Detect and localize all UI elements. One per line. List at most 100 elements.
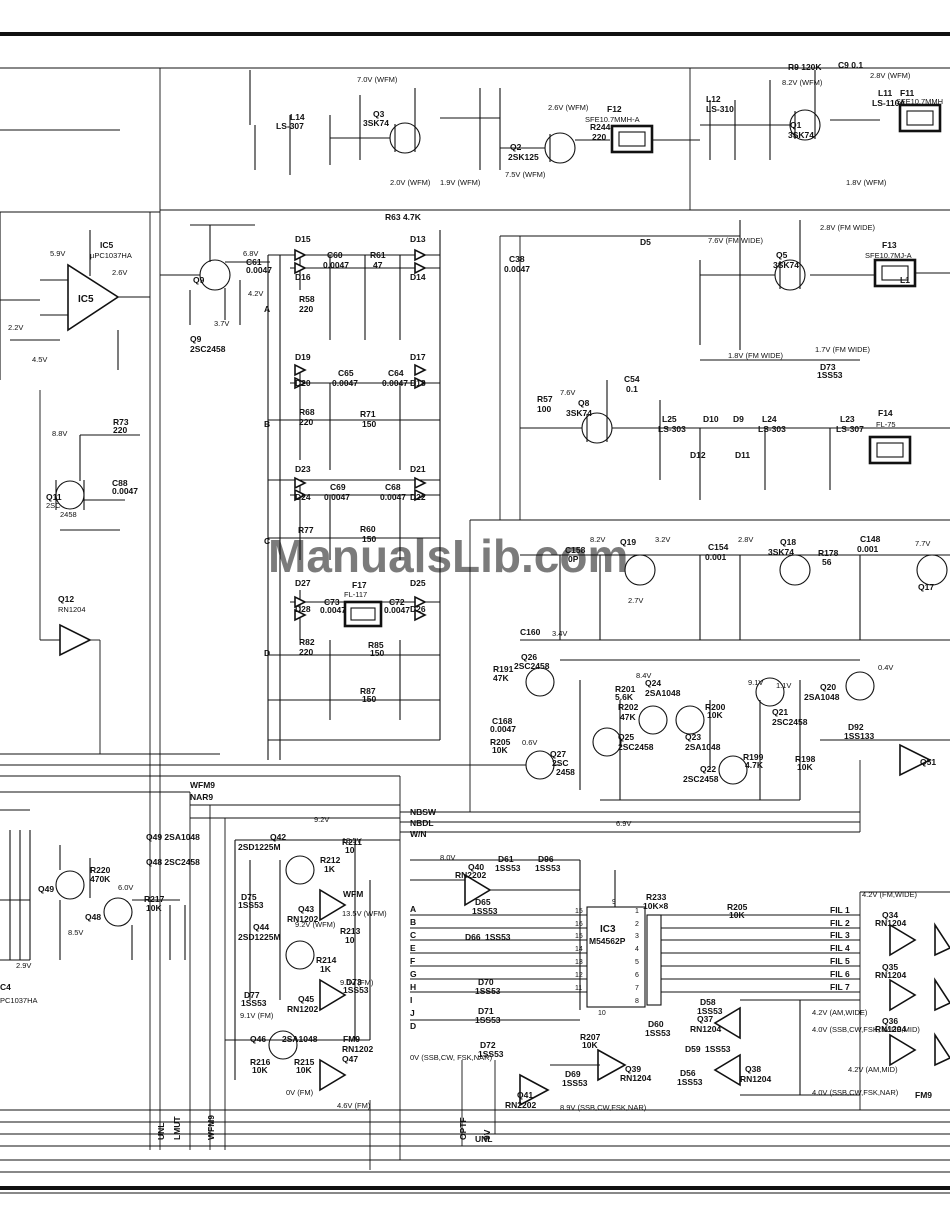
svg-text:10K: 10K xyxy=(582,1040,598,1050)
net-optf: OPTF xyxy=(458,1117,468,1140)
svg-text:R191: R191 xyxy=(493,664,514,674)
svg-text:PC1037HA: PC1037HA xyxy=(0,996,38,1005)
svg-text:RN1204: RN1204 xyxy=(875,918,906,928)
svg-text:Q18: Q18 xyxy=(780,537,796,547)
net-wfm9-v: WFM9 xyxy=(206,1115,216,1140)
svg-text:3SK74: 3SK74 xyxy=(566,408,592,418)
svg-text:1: 1 xyxy=(635,908,639,915)
svg-text:R198: R198 xyxy=(795,754,816,764)
q9-block: Q9 Q9 2SC2458 xyxy=(160,224,270,354)
q48-q49-block: Q49 Q48 Q49 2SA1048 Q48 2SC2458 xyxy=(0,832,200,960)
svg-text:R58: R58 xyxy=(299,294,315,304)
svg-text:10K: 10K xyxy=(296,1065,312,1075)
fil-3: FIL 3 xyxy=(830,930,850,940)
svg-text:D96: D96 xyxy=(538,854,554,864)
svg-text:RN1204: RN1204 xyxy=(620,1073,651,1083)
svg-text:2SC2458: 2SC2458 xyxy=(514,661,550,671)
svg-text:D73: D73 xyxy=(346,977,362,987)
svg-text:Q26: Q26 xyxy=(521,652,537,662)
svg-text:2.6V (WFM): 2.6V (WFM) xyxy=(548,103,589,112)
fil-6: FIL 6 xyxy=(830,969,850,979)
svg-text:C54: C54 xyxy=(624,374,640,384)
svg-text:Q46: Q46 xyxy=(250,1034,266,1044)
svg-text:R61: R61 xyxy=(370,250,386,260)
svg-text:0.0047: 0.0047 xyxy=(246,265,272,275)
ic3-block: IC3 M54562P A B C E F G H I J D 15 16 15… xyxy=(410,870,860,1031)
svg-text:10K: 10K xyxy=(797,762,813,772)
svg-text:1.1V: 1.1V xyxy=(776,681,791,690)
svg-text:D58: D58 xyxy=(700,997,716,1007)
net-nbsw: NBSW xyxy=(410,807,437,817)
svg-text:6: 6 xyxy=(635,972,639,979)
svg-text:1SS53: 1SS53 xyxy=(495,863,521,873)
svg-text:SFE10.7MMH-A: SFE10.7MMH-A xyxy=(585,115,640,124)
svg-text:R207: R207 xyxy=(580,1032,601,1042)
svg-text:Q41: Q41 xyxy=(517,1090,533,1100)
svg-text:C: C xyxy=(410,930,416,940)
svg-text:RN1204: RN1204 xyxy=(740,1074,771,1084)
svg-text:A: A xyxy=(410,904,416,914)
svg-text:2458: 2458 xyxy=(556,767,575,777)
svg-text:LS-303: LS-303 xyxy=(758,424,786,434)
svg-text:Q38: Q38 xyxy=(745,1064,761,1074)
svg-text:Q48 2SC2458: Q48 2SC2458 xyxy=(146,857,200,867)
svg-text:5: 5 xyxy=(635,959,639,966)
svg-text:220: 220 xyxy=(299,304,313,314)
svg-text:1SS53: 1SS53 xyxy=(705,1044,731,1054)
svg-text:2.8V (FM WIDE): 2.8V (FM WIDE) xyxy=(820,223,876,232)
svg-text:3SK74: 3SK74 xyxy=(773,260,799,270)
q20-q27-cluster: Q26 2SC2458 Q27 2SC 2458 Q25 2SC2458 Q24… xyxy=(514,652,950,801)
svg-text:2SA1048: 2SA1048 xyxy=(282,1034,318,1044)
svg-text:8.0V: 8.0V xyxy=(440,853,455,862)
svg-text:C68: C68 xyxy=(385,482,401,492)
svg-text:R214: R214 xyxy=(316,955,337,965)
svg-text:9.2V: 9.2V xyxy=(314,815,329,824)
svg-text:D27: D27 xyxy=(295,578,311,588)
svg-text:9.1V: 9.1V xyxy=(748,678,763,687)
svg-text:4: 4 xyxy=(635,946,639,953)
svg-text:C38: C38 xyxy=(509,254,525,264)
svg-text:3.4V: 3.4V xyxy=(552,629,567,638)
svg-text:LS-307: LS-307 xyxy=(276,121,304,131)
svg-text:2SC2458: 2SC2458 xyxy=(190,344,226,354)
svg-text:Q39: Q39 xyxy=(625,1064,641,1074)
ic3-ref: IC3 xyxy=(600,924,616,935)
svg-text:220: 220 xyxy=(113,425,127,435)
svg-text:C9 0.1: C9 0.1 xyxy=(838,60,863,70)
svg-text:14: 14 xyxy=(575,946,583,953)
svg-text:L23: L23 xyxy=(840,414,855,424)
svg-text:Q27: Q27 xyxy=(550,749,566,759)
svg-text:D25: D25 xyxy=(410,578,426,588)
svg-text:D: D xyxy=(264,648,270,658)
svg-text:Q47: Q47 xyxy=(342,1054,358,1064)
svg-text:D69: D69 xyxy=(565,1069,581,1079)
svg-text:Q40: Q40 xyxy=(468,862,484,872)
svg-text:2.9V: 2.9V xyxy=(16,961,31,970)
svg-text:150: 150 xyxy=(370,648,384,658)
svg-text:1.7V (FM WIDE): 1.7V (FM WIDE) xyxy=(815,345,871,354)
svg-text:2.8V: 2.8V xyxy=(738,535,753,544)
svg-text:4.0V (SSB,CW,FSK, WIDE,MID): 4.0V (SSB,CW,FSK, WIDE,MID) xyxy=(812,1025,920,1034)
svg-text:470K: 470K xyxy=(90,874,111,884)
svg-text:220: 220 xyxy=(299,417,313,427)
svg-text:2.0V (WFM): 2.0V (WFM) xyxy=(390,178,431,187)
svg-text:FL-117: FL-117 xyxy=(344,590,367,599)
svg-text:13.5V (WFM): 13.5V (WFM) xyxy=(342,909,387,918)
svg-text:RN1204: RN1204 xyxy=(875,1024,906,1034)
ic5-ref: IC5 xyxy=(100,240,114,250)
svg-text:Q1: Q1 xyxy=(790,120,802,130)
svg-text:F: F xyxy=(410,956,415,966)
svg-text:C60: C60 xyxy=(327,250,343,260)
svg-text:8.2V (WFM): 8.2V (WFM) xyxy=(782,78,823,87)
component-labels: D5 D10 D9 D12 D11 L12 LS-310 L11 LS-110A… xyxy=(90,60,910,1088)
svg-text:SFE10.7MMH: SFE10.7MMH xyxy=(896,97,943,106)
svg-text:Q48: Q48 xyxy=(85,912,101,922)
svg-text:1K: 1K xyxy=(324,864,336,874)
svg-text:2SC2458: 2SC2458 xyxy=(683,774,719,784)
svg-text:F12: F12 xyxy=(607,104,622,114)
svg-text:D65: D65 xyxy=(475,897,491,907)
svg-text:10K: 10K xyxy=(146,903,162,913)
ic5-block: IC5 IC5 µPC1037HA xyxy=(0,212,150,380)
net-unl: UNL xyxy=(475,1134,492,1144)
